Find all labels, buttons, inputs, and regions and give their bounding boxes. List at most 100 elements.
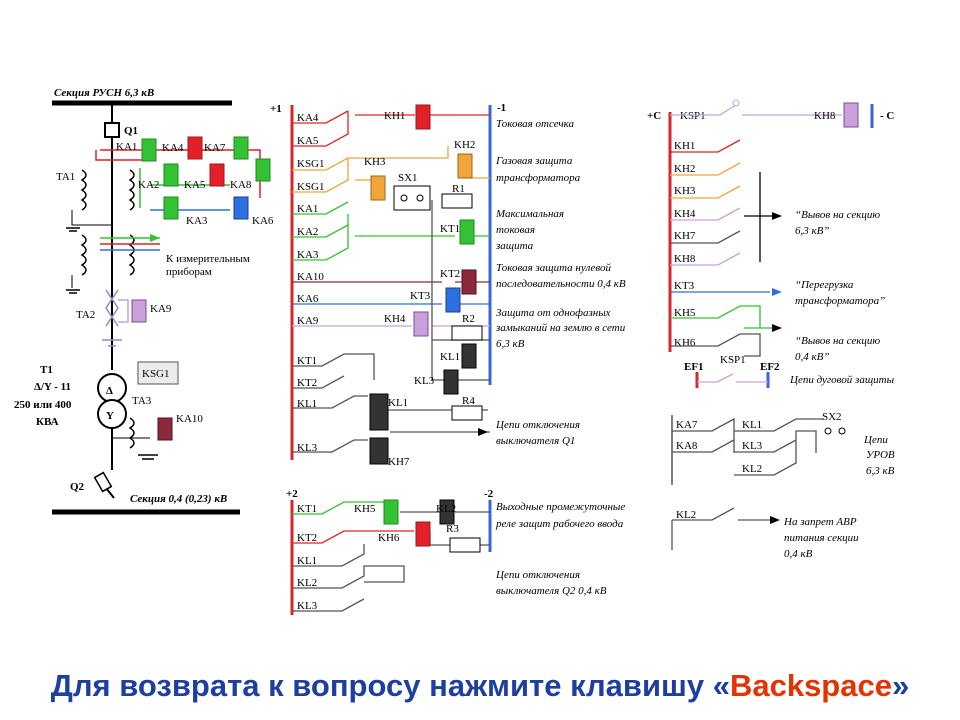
- avr-line: питания секции: [784, 532, 859, 544]
- row-label: KL1: [297, 555, 317, 567]
- desc-line: “Вывов на секцию: [795, 335, 880, 347]
- row-label: KA2: [297, 226, 318, 238]
- row-label: KL2: [297, 577, 317, 589]
- kl1-contact-block: [369, 393, 389, 431]
- sx2-label: SX2: [822, 411, 842, 423]
- ksg1-label: KSG1: [142, 368, 170, 380]
- relay-kt1: [459, 219, 475, 245]
- avr-line: 0,4 кВ: [784, 548, 813, 560]
- desc-line: Токовая защита нулевой: [496, 262, 612, 274]
- relay-kt3: [445, 287, 461, 313]
- kh3-label: KH3: [364, 156, 386, 168]
- indicator-kh3: [370, 175, 386, 201]
- relay-ka10: [157, 417, 173, 441]
- t1-power: 250 или 400: [14, 399, 72, 411]
- primary-circuit: Секция РУСН 6,3 кВ Q1 TA1 К измерительны…: [14, 87, 274, 515]
- indicator-kh7: [369, 437, 389, 465]
- sx1-label: SX1: [398, 172, 418, 184]
- urov-line: УРОВ: [866, 449, 895, 461]
- relay-ka5: [209, 163, 225, 187]
- row-label: KA9: [297, 315, 319, 327]
- r2-label: R2: [462, 313, 475, 325]
- delta-symbol: Δ: [106, 385, 113, 397]
- breaker-q2: [93, 471, 113, 493]
- indicator-kh1: [415, 104, 431, 130]
- resistor-r3: [449, 537, 481, 553]
- kh1-label: KH1: [384, 110, 405, 122]
- ka5-label: KA5: [184, 179, 206, 191]
- relay-ka4: [187, 136, 203, 160]
- ka1-label: KA1: [116, 141, 137, 153]
- indicator-kh4: [413, 311, 429, 337]
- minus2-label: -2: [484, 488, 494, 500]
- ef1-label: EF1: [684, 361, 704, 373]
- desc-line: трансформатора: [496, 172, 581, 184]
- ka3-label: KA3: [186, 215, 208, 227]
- row-label: KSG1: [297, 158, 325, 170]
- desc-line: выключателя Q1: [496, 435, 575, 447]
- relay-ka1: [141, 138, 157, 162]
- r3-label: R3: [446, 523, 459, 535]
- row-label: KA6: [297, 293, 319, 305]
- ka8-label: KA8: [230, 179, 252, 191]
- row-label: KH7: [674, 230, 696, 242]
- resistor-r2: [451, 325, 483, 341]
- indicator-kh8: [843, 102, 859, 128]
- desc-line: последовательности 0,4 кВ: [496, 278, 626, 290]
- r1-label: R1: [452, 183, 465, 195]
- footer-prefix: Для возврата к вопросу нажмите клавишу «: [50, 668, 730, 703]
- y-symbol: Y: [106, 410, 114, 422]
- ka8-urov-label: KA8: [676, 440, 698, 452]
- ct-ta2: [105, 289, 119, 327]
- relay-kl3-coil: [443, 369, 459, 395]
- kt1-label: KT1: [440, 223, 460, 235]
- r4-label: R4: [462, 395, 475, 407]
- signal-row-labels: KH1 KH2 KH3 KH4 KH7 KH8 KT3 KH5 KH6: [674, 140, 696, 349]
- relay-ka2: [163, 163, 179, 187]
- kl2-avr-label: KL2: [676, 509, 696, 521]
- kl1-urov-label: KL1: [742, 419, 762, 431]
- desc-line: “Вывов на секцию: [795, 209, 880, 221]
- row-label: KA4: [297, 112, 319, 124]
- row-label: KH2: [674, 163, 695, 175]
- row-label: KH5: [674, 307, 696, 319]
- desc-line: реле защит рабочего ввода: [495, 518, 624, 530]
- kl3-urov-label: KL3: [742, 440, 763, 452]
- desc-line: защита: [495, 240, 534, 252]
- row-label: KL3: [297, 442, 318, 454]
- urov-line: 6,3 кВ: [866, 465, 895, 477]
- relay-ka6: [233, 196, 249, 220]
- ta1-label: TA1: [56, 171, 75, 183]
- kt3-label: KT3: [410, 290, 431, 302]
- ka7-urov-label: KA7: [676, 419, 698, 431]
- footer-instruction: Для возврата к вопросу нажмите клавишу «…: [0, 668, 960, 704]
- plus-c-label: +C: [647, 110, 661, 122]
- q2-label: Q2: [70, 481, 85, 493]
- desc-line: замыканий на землю в сети: [495, 322, 626, 334]
- row-label: KT2: [297, 532, 317, 544]
- arc-label: Цепи дуговой защиты: [789, 374, 895, 386]
- row-label: KA3: [297, 249, 319, 261]
- trip-circuits-q2: +2 -2 KT1 KT2 KL1 KL2 KL3 KH5 KH6 KL2 R3…: [286, 488, 625, 615]
- desc-line: выключателя Q2 0,4 кВ: [496, 585, 607, 597]
- row-label: KA5: [297, 135, 319, 147]
- relay-ka7: [233, 136, 249, 160]
- relay-ka9: [131, 299, 147, 323]
- kl1-label-2: KL1: [388, 397, 408, 409]
- row-label: KH6: [674, 337, 696, 349]
- kl2-coil-label: KL2: [436, 503, 456, 515]
- desc-line: Максимальная: [495, 208, 564, 220]
- t1-unit: КВА: [36, 416, 59, 428]
- row-label: KH8: [674, 253, 696, 265]
- indicator-kh5: [383, 499, 399, 525]
- relay-kl2-coil: [439, 499, 455, 525]
- desc-line: 6,3 кВ: [496, 338, 525, 350]
- function-descriptions: Токовая отсечка Газовая защита трансформ…: [495, 118, 626, 447]
- ksp1-top-label: KSP1: [680, 110, 706, 122]
- desc-line: 0,4 кВ”: [795, 351, 829, 363]
- indicator-kh2: [457, 153, 473, 179]
- ka2-label: KA2: [138, 179, 159, 191]
- plus2-label: +2: [286, 488, 298, 500]
- section-label: Секция РУСН 6,3 кВ: [54, 87, 154, 99]
- ct-ta3-coil: [128, 417, 135, 449]
